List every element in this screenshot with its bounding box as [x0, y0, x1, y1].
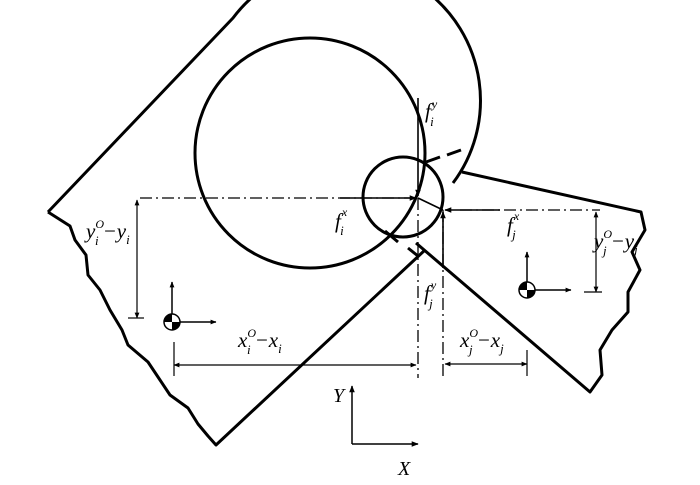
frame-i: [163, 281, 217, 331]
contact-circle: [361, 155, 445, 239]
body-j-outline: [415, 170, 647, 394]
body-i-outline: [46, 0, 482, 447]
contact-dashes: [384, 148, 462, 258]
global-axes: Y X: [333, 385, 419, 480]
dimension-lines: [128, 199, 602, 376]
y-axis-label: Y: [333, 385, 346, 407]
force-arrows: [340, 98, 500, 268]
body-i-circle: [193, 36, 427, 270]
x-axis-label: X: [397, 458, 411, 480]
normal-line: [417, 197, 444, 211]
frame-j: [518, 251, 572, 299]
